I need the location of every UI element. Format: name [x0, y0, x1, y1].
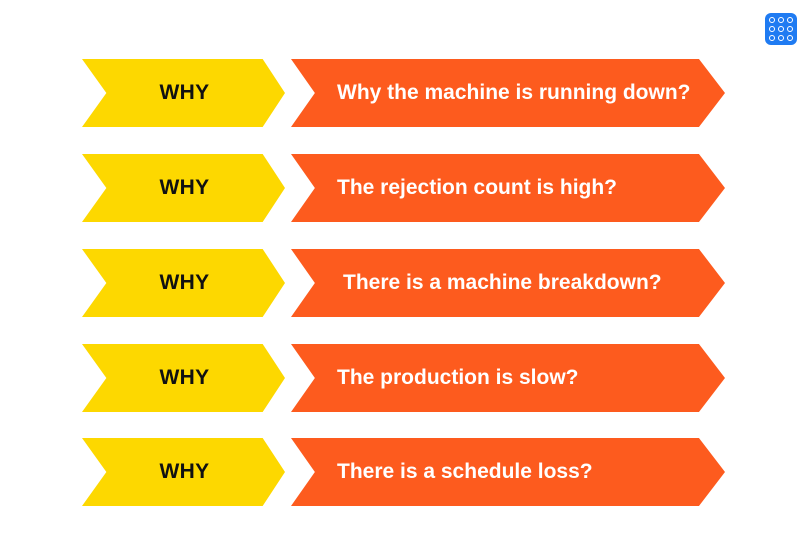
why-label: WHY — [159, 81, 210, 104]
why-row-2: WHY The rejection count is high? — [0, 154, 800, 222]
grid-dot-icon — [787, 26, 793, 32]
grid-dot-icon — [769, 26, 775, 32]
question-text: The production is slow? — [337, 366, 579, 389]
why-chevron: WHY — [82, 438, 285, 506]
grid-dot-icon — [769, 17, 775, 23]
why-label: WHY — [159, 460, 210, 483]
why-chevron: WHY — [82, 249, 285, 317]
grid-dot-icon — [778, 17, 784, 23]
grid-dot-icon — [778, 35, 784, 41]
grid-dot-icon — [787, 35, 793, 41]
question-text: Why the machine is running down? — [337, 81, 691, 104]
grid-dot-icon — [787, 17, 793, 23]
why-label: WHY — [159, 176, 210, 199]
grid-dot-icon — [778, 26, 784, 32]
why-chevron: WHY — [82, 344, 285, 412]
apps-grid-button[interactable] — [765, 13, 797, 45]
why-label: WHY — [159, 271, 210, 294]
why-row-5: WHY There is a schedule loss? — [0, 438, 800, 506]
question-arrow: Why the machine is running down? — [291, 59, 725, 127]
question-arrow: The production is slow? — [291, 344, 725, 412]
why-row-3: WHY There is a machine breakdown? — [0, 249, 800, 317]
why-label: WHY — [159, 366, 210, 389]
why-row-1: WHY Why the machine is running down? — [0, 59, 800, 127]
question-arrow: The rejection count is high? — [291, 154, 725, 222]
why-chevron: WHY — [82, 154, 285, 222]
why-row-4: WHY The production is slow? — [0, 344, 800, 412]
grid-dot-icon — [769, 35, 775, 41]
question-arrow: There is a schedule loss? — [291, 438, 725, 506]
question-text: The rejection count is high? — [337, 176, 618, 199]
why-chevron: WHY — [82, 59, 285, 127]
question-text: There is a schedule loss? — [337, 460, 593, 483]
question-arrow: There is a machine breakdown? — [291, 249, 725, 317]
question-text: There is a machine breakdown? — [343, 271, 662, 294]
